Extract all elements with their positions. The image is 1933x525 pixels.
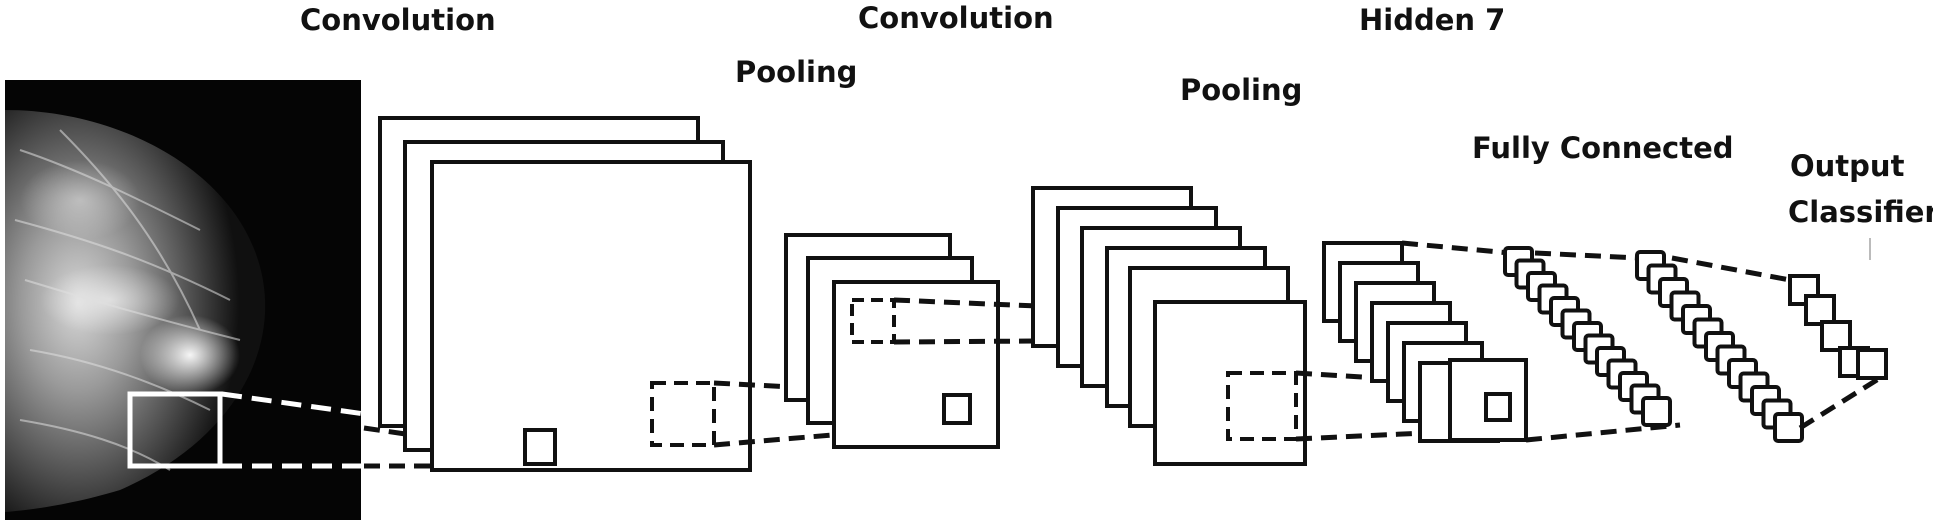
conv1-feature-maps: [378, 116, 752, 472]
input-patch-box: [127, 391, 223, 469]
fc2-node: [1773, 412, 1804, 443]
label-convolution-1: Convolution: [300, 3, 496, 37]
fc1-node: [1641, 396, 1672, 427]
label-hidden-7: Hidden 7: [1359, 3, 1505, 37]
hidden-kernel: [1484, 392, 1512, 422]
pool1-kernel: [942, 393, 972, 425]
fully-connected-layer-2: [1635, 250, 1804, 443]
label-classifier: Classifier: [1788, 195, 1933, 229]
label-convolution-2: Convolution: [858, 1, 1054, 35]
fully-connected-layer-1: [1503, 246, 1672, 427]
output-classifier-nodes: [1788, 274, 1888, 380]
label-pooling-1: Pooling: [735, 55, 857, 89]
mammogram-input-image: [5, 80, 361, 520]
label-fully-connected: Fully Connected: [1472, 131, 1734, 165]
pool2-receptive-field: [1226, 371, 1298, 441]
conv1-kernel: [523, 428, 557, 466]
label-pooling-2: Pooling: [1180, 73, 1302, 107]
pool1-receptive-field: [850, 298, 896, 344]
hidden-layer-stack: [1322, 241, 1528, 443]
conv1-receptive-field: [650, 381, 716, 447]
label-output: Output: [1790, 149, 1905, 183]
